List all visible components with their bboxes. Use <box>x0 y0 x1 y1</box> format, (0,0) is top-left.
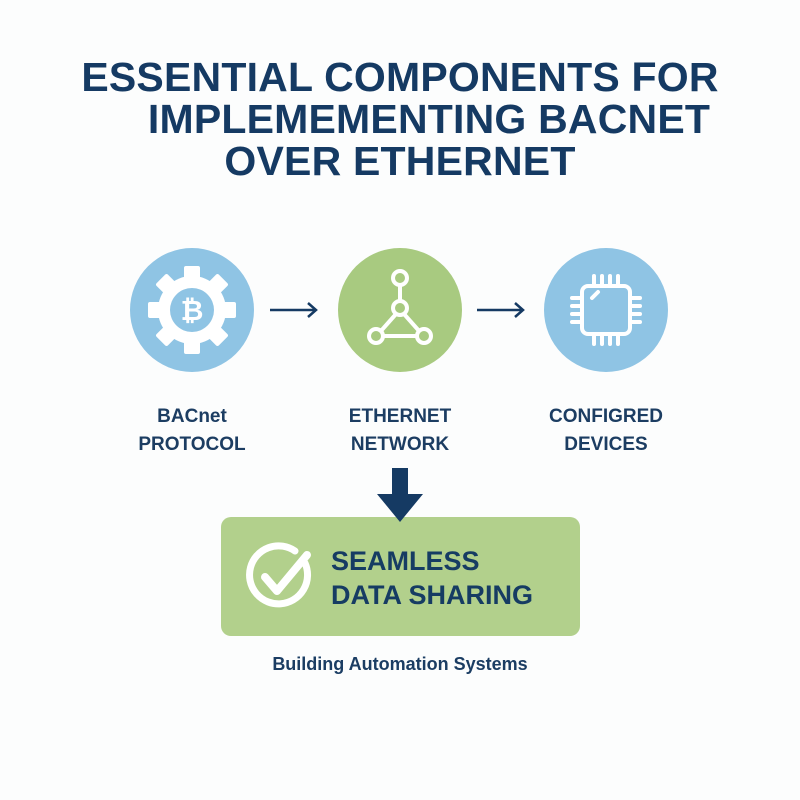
result-text: SEAMLESS DATA SHARING <box>331 546 533 610</box>
subtitle: Building Automation Systems <box>272 654 528 674</box>
microchip-icon <box>570 274 642 346</box>
component-label-bacnet: BACnet PROTOCOL <box>138 406 246 455</box>
title-line-2: IMPLEMEMENTING BACNET <box>147 96 711 142</box>
network-nodes-icon <box>367 269 433 345</box>
title-line-1: ESSENTIAL COMPONENTS FOR <box>81 54 719 100</box>
arrow-right-icon <box>477 302 525 318</box>
title-line-3: OVER ETHERNET <box>224 138 576 184</box>
component-label-devices: CONFIGRED DEVICES <box>549 406 663 455</box>
check-circle-icon <box>246 542 312 608</box>
result-box: SEAMLESS DATA SHARING <box>221 517 580 636</box>
page-title: ESSENTIAL COMPONENTS FOR IMPLEMEMENTING … <box>0 56 800 182</box>
component-label-ethernet: ETHERNET NETWORK <box>348 406 452 455</box>
ethernet-network-node <box>338 248 462 372</box>
configured-devices-node <box>544 248 668 372</box>
arrow-right-icon <box>270 302 318 318</box>
gear-bitcoin-icon: ₿ <box>148 266 236 354</box>
svg-text:₿: ₿ <box>181 295 204 326</box>
arrow-down-icon <box>377 468 423 522</box>
bacnet-protocol-node: ₿ <box>130 248 254 372</box>
